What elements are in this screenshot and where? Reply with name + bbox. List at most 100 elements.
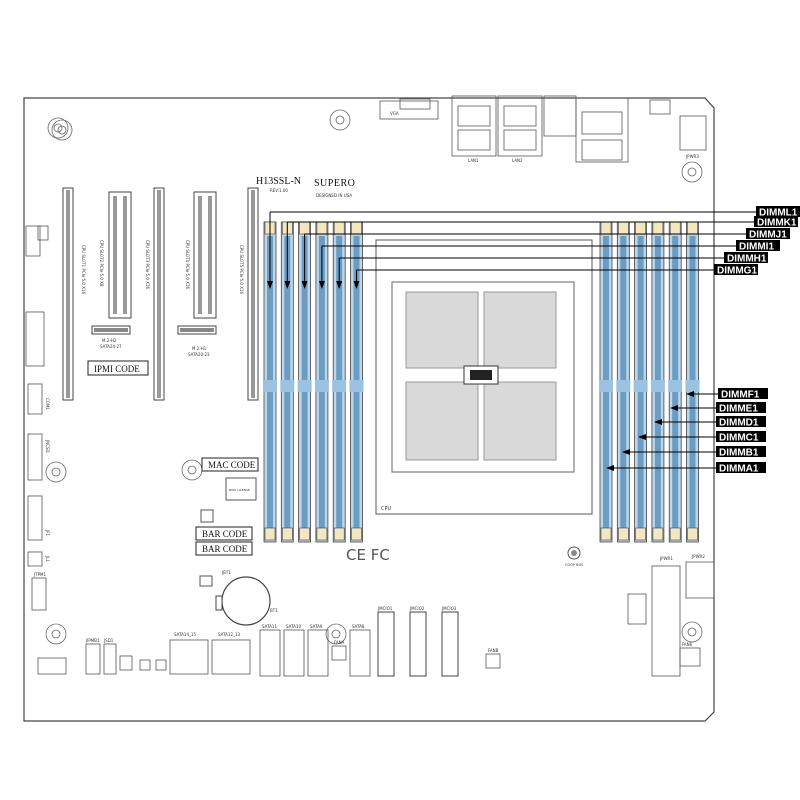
lan1-label: LAN1 [468,158,479,163]
fana-label: FANA [334,640,345,645]
dimm-slot [263,221,277,543]
mounting-hole [51,119,73,141]
callout-label-box [716,431,766,442]
dimm-callout-dimmh1: DIMMH1 [336,252,768,289]
dimm-callouts: DIMML1DIMMK1DIMMJ1DIMMI1DIMMH1DIMMG1DIMM… [267,206,800,475]
dimm-callout-dimmb1: DIMMB1 [622,446,766,459]
callout-label-box [716,462,766,473]
dimm-slot [616,221,631,543]
m2-slot-h2 [91,325,131,335]
sata-connectors [169,629,371,677]
sata11-label: SATA11 [262,624,277,629]
dimm-slot [685,221,700,543]
m2-slot-h1 [177,325,217,335]
m2-h2-sub: SATA24-27 [100,344,122,349]
dimm-callout-dimmd1: DIMMD1 [654,416,766,429]
dimm-slot [332,221,347,543]
pcie-slot-4-label: CPU SLOT4 PCIe 5.0 X16 [185,240,190,289]
sata8-label: SATA8 [352,624,365,629]
jpwr1-label: JPWR1 [659,556,673,561]
cmos-battery [199,575,271,626]
callout-label-box [714,264,758,275]
pcie-slot-1 [62,187,74,401]
bar-code-label-1: BAR CODE [202,529,248,539]
callout-label-box [756,206,800,217]
mac-code-label: MAC CODE [208,460,256,470]
small-chip [200,509,214,523]
lan2-label: LAN2 [512,158,523,163]
dimm-slot [314,221,329,543]
dimm-callout-dimmc1: DIMMC1 [638,431,766,444]
callout-label: DIMMH1 [727,254,767,265]
mounting-hole [47,117,69,139]
jncsi-label: JNCSI1 [45,439,50,454]
callout-label: DIMMI1 [739,242,774,253]
mounting-hole [325,623,347,645]
jtpm-label: JTPM1 [33,572,46,577]
bios-license-box [225,477,257,501]
mounting-hole [329,109,351,131]
callout-label-box [754,216,798,227]
pcie-slot-3 [153,187,165,401]
board-revision: REV:1.00 [270,188,288,193]
fan-headers [37,643,501,675]
callout-label: DIMMG1 [717,266,757,277]
sata-a-label: SATA14_15 [174,632,197,637]
dimm-callout-dimmj1: DIMMJ1 [301,228,790,289]
jf1-label: JF1 [45,529,50,536]
vga-label: VGA [390,111,399,116]
jsd-label: JSD1 [103,638,114,643]
cpu-label: CPU [381,506,392,512]
jpwr3-label: JPWR3 [685,154,699,159]
mounting-hole [681,161,703,183]
mounting-holes [45,109,703,645]
jipmb-label: JIPMB1 [85,638,100,643]
com1-label: COM1 [45,398,50,410]
sata10-label: SATA10 [286,624,301,629]
dimm-callout-dimmg1: DIMMG1 [353,264,758,289]
pcie-slot-5 [247,187,259,401]
sata9-label: SATA9 [310,624,323,629]
callout-label-box [724,252,768,263]
m2-h1-label: M.2-H1 [192,346,207,351]
dimm-slot [650,221,665,543]
callout-label: DIMMD1 [719,418,759,429]
dimm-slots [263,221,700,543]
coop-bus [567,546,581,560]
pcie-slot-2 [108,191,132,319]
bar-code-label-2: BAR CODE [202,544,248,554]
bios-license-label: BIOS LICENSE [229,488,250,492]
pcie-slot-5-label: CPU SLOT5 PCIe 5.0 X16 [239,245,244,294]
cpu-socket [375,239,593,515]
jl1-label: JL1 [45,555,50,562]
pcie-slot-1-label: CPU SLOT1 PCIe 5.0 X16 [81,245,86,294]
fanb-label: FANB [488,648,499,653]
board-model: H13SSL-N [256,176,301,187]
mcio1-label: JMCIO1 [377,606,393,611]
board-designed-in: DESIGNED IN USA [316,193,352,198]
pcie-slot-2-label: CPU SLOT2 PCIe 5.0 X8 [99,240,104,287]
callout-label-box [736,240,780,251]
dimm-slot [297,221,312,543]
coop-bus-label: COOP BUS [565,563,584,567]
certification-marks: CE FC [346,546,390,564]
dimm-callout-dimmk1: DIMMK1 [284,216,798,289]
dimm-callout-dimmf1: DIMMF1 [686,388,768,401]
callout-label: DIMMJ1 [749,230,787,241]
callout-label-box [716,446,766,457]
callout-label: DIMMC1 [719,433,759,444]
dimm-callout-dimmi1: DIMMI1 [318,240,780,289]
pcie-slot-3-label: CPU SLOT3 PCIe 5.0 X16 [145,240,150,289]
bt1-label: BT1 [270,608,278,613]
mounting-hole [681,621,703,643]
dimm-callout-dimme1: DIMME1 [670,402,766,415]
mcio3-label: JMCIO3 [441,606,457,611]
mcio2-label: JMCIO2 [409,606,425,611]
callout-label: DIMMK1 [757,218,797,229]
left-connectors [25,225,49,611]
dimm-callout-dimma1: DIMMA1 [606,462,766,475]
ipmi-code-label: IPMI CODE [94,364,140,374]
callout-label-box [716,416,766,427]
fan6-label: FAN6 [682,642,693,647]
